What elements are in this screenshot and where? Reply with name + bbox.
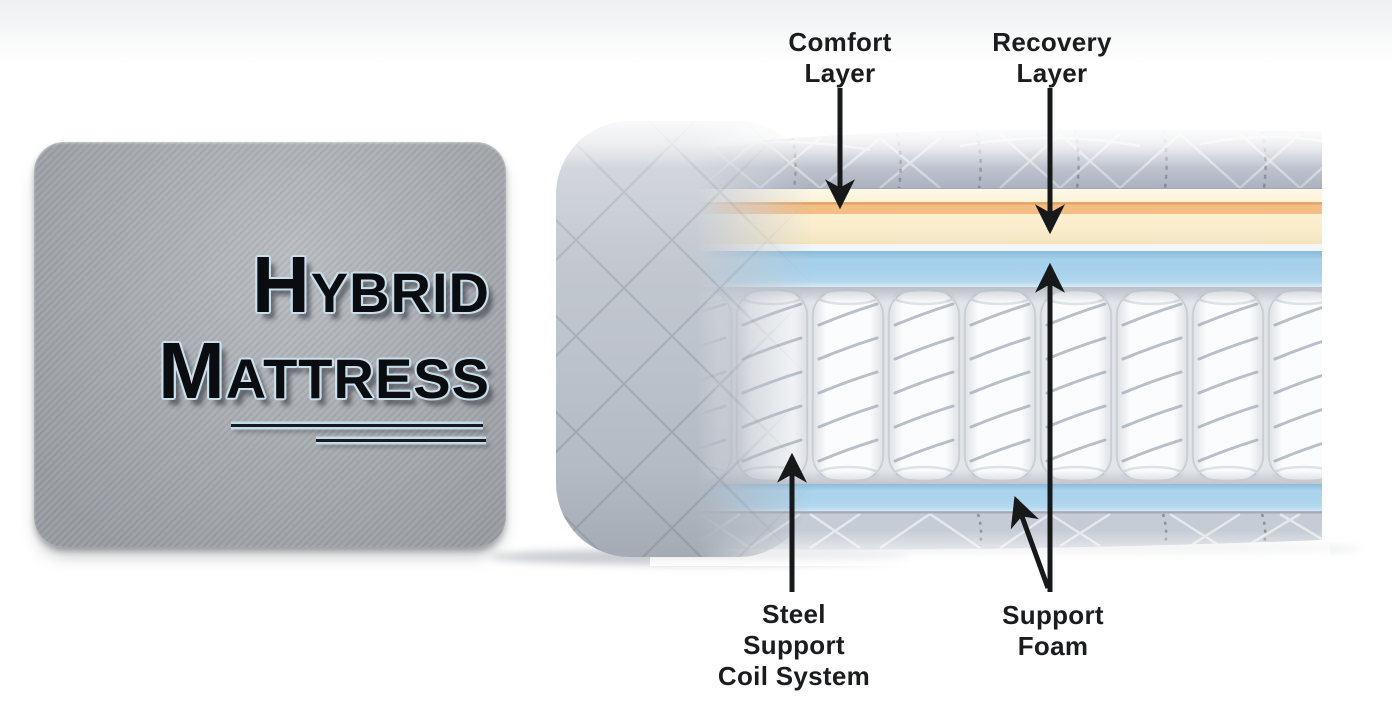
label-line: Support	[1002, 600, 1104, 630]
label-line: Comfort	[788, 27, 892, 57]
label-line: Support	[743, 630, 845, 660]
title-underline-1	[231, 424, 483, 427]
title-word-hybrid: Hybrid	[251, 240, 490, 329]
label-line: Recovery	[992, 27, 1112, 57]
label-line: Steel	[762, 599, 826, 629]
label-steel-support-coil-system: Steel Support Coil System	[704, 599, 884, 692]
label-support-foam: Support Foam	[983, 600, 1123, 662]
top-fog	[540, 110, 1332, 168]
quilted-end-cap	[556, 121, 812, 557]
label-comfort-layer: Comfort Layer	[770, 27, 910, 89]
label-line: Layer	[1016, 58, 1088, 88]
title-panel: Hybrid Mattress	[34, 142, 506, 547]
label-line: Foam	[1017, 631, 1089, 661]
label-recovery-layer: Recovery Layer	[979, 27, 1125, 89]
seam	[656, 244, 1322, 251]
label-line: Layer	[804, 58, 876, 88]
support-foam-lower-arrow	[1010, 496, 1051, 589]
title-underline-2	[316, 439, 486, 442]
label-line: Coil System	[717, 661, 871, 691]
title-word-mattress: Mattress	[158, 326, 490, 415]
comfort-stripe	[656, 203, 1322, 214]
annotation-arrows	[777, 88, 1065, 592]
